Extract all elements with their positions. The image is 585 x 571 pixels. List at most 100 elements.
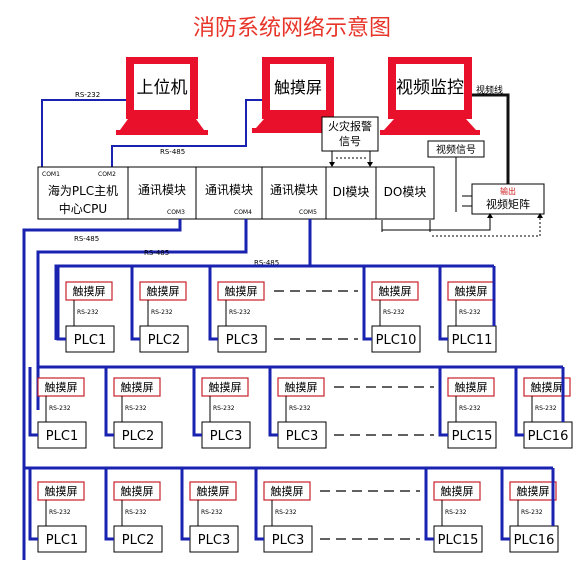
- rs232-label: RS-232: [445, 509, 467, 516]
- plc-box: [201, 421, 251, 449]
- rs485-drop: [254, 468, 264, 541]
- rs485-drop: [362, 266, 372, 341]
- cpu-com1: COM1: [42, 171, 60, 178]
- plc-box: [523, 421, 573, 449]
- fire-alarm-line2: 信号: [339, 135, 361, 148]
- video-signal-box: 视频信号: [427, 140, 485, 158]
- touch-screen-box: [263, 481, 311, 501]
- rs485-drop: [56, 266, 66, 341]
- plc-label: PLC2: [122, 533, 154, 548]
- comm-module-2: 通讯模块: [205, 183, 253, 197]
- rs485-touch-label: RS-485: [160, 148, 185, 156]
- plc-label: PLC2: [148, 333, 180, 348]
- rs485-drop: [28, 468, 38, 541]
- cpu-com2: COM2: [98, 171, 116, 178]
- rs485-bus-label-b: RS-485: [144, 249, 169, 257]
- touch-screen-label: 触摸屏: [73, 284, 106, 298]
- do-module: DO模块: [384, 185, 427, 199]
- matrix-label: 视频矩阵: [486, 197, 530, 211]
- plc-label: PLC15: [438, 533, 479, 548]
- touch-screen-label: 触摸屏: [517, 484, 550, 498]
- cpu-line1: 海为PLC主机: [48, 183, 118, 198]
- rs232-label: RS-232: [213, 405, 235, 412]
- touch-screen-label: 触摸屏: [121, 380, 154, 394]
- touch-screen-box: [65, 281, 113, 301]
- plc-label: PLC3: [198, 533, 230, 548]
- rs232-label: RS-232: [521, 509, 543, 516]
- comm-module-3: 通讯模块: [270, 183, 318, 197]
- upper-cables: [41, 93, 510, 184]
- video-signal-label: 视频信号: [436, 143, 476, 156]
- touch-screen-box: [277, 377, 325, 397]
- touch-screen-box: [113, 481, 161, 501]
- main-rack: COM1 COM2 海为PLC主机 中心CPU 通讯模块 COM3 通讯模块 C…: [37, 166, 435, 220]
- plc-label: PLC1: [46, 429, 78, 444]
- touch-screen-box: [113, 377, 161, 397]
- touch-screen-label: 触摸屏: [531, 380, 564, 394]
- touch-screen-box: [139, 281, 187, 301]
- touch-screen-label: 触摸屏: [271, 484, 304, 498]
- rs232-label: RS-232: [201, 509, 223, 516]
- touch-screen-label: 触摸屏: [45, 484, 78, 498]
- rs485-bus-label-a: RS-485: [74, 235, 99, 243]
- plc-box: [37, 421, 87, 449]
- touch-screen-label: 触摸屏: [274, 78, 322, 97]
- com5-label: COM5: [299, 209, 317, 216]
- rs485-drop: [424, 468, 434, 541]
- touch-screen-box: [509, 481, 557, 501]
- rs232-label: RS-232: [229, 309, 251, 316]
- touch-screen-label: 触摸屏: [45, 380, 78, 394]
- rs232-label: RS-232: [459, 405, 481, 412]
- video-matrix: 输出 视频矩阵: [381, 157, 545, 237]
- plc-rows: 触摸屏RS-232PLC1触摸屏RS-232PLC2触摸屏RS-232PLC3触…: [24, 264, 573, 553]
- plc-label: PLC3: [272, 533, 304, 548]
- touch-screen-box: [37, 481, 85, 501]
- rs485-bus-label-c: RS-485: [254, 259, 279, 267]
- plc-box: [113, 525, 163, 553]
- plc-label: PLC16: [528, 429, 569, 444]
- plc-label: PLC3: [226, 333, 258, 348]
- rs485-drop: [28, 367, 38, 437]
- rs485-drop: [268, 367, 278, 437]
- plc-box: [139, 325, 189, 353]
- matrix-output-label: 输出: [500, 186, 516, 196]
- plc-label: PLC15: [452, 429, 493, 444]
- rs232-label: RS-232: [459, 309, 481, 316]
- touch-screen-label: 触摸屏: [441, 484, 474, 498]
- rs485-drop: [104, 367, 114, 437]
- rs485-drop: [104, 468, 114, 541]
- plc-box: [217, 325, 267, 353]
- rs485-drop: [208, 266, 218, 341]
- rs232-label: RS-232: [289, 405, 311, 412]
- touch-screen-label: 触摸屏: [379, 284, 412, 298]
- host-computer-monitor: 上位机: [116, 57, 208, 135]
- rs485-drop: [514, 367, 524, 437]
- video-cable-label: 视频线: [476, 84, 503, 96]
- rs485-drop: [180, 468, 190, 541]
- touch-screen-box: [37, 377, 85, 397]
- di-module: DI模块: [333, 185, 370, 199]
- plc-label: PLC3: [286, 429, 318, 444]
- host-computer-label: 上位机: [137, 78, 188, 98]
- rs232-host-label: RS-232: [75, 91, 100, 99]
- touch-screen-label: 触摸屏: [209, 380, 242, 394]
- touch-screen-box: [189, 481, 237, 501]
- com4-label: COM4: [234, 209, 252, 216]
- rs232-label: RS-232: [49, 405, 71, 412]
- video-monitor: 视频监控: [380, 57, 480, 135]
- touch-screen-label: 触摸屏: [147, 284, 180, 298]
- rs232-label: RS-232: [77, 309, 99, 316]
- plc-label: PLC3: [210, 429, 242, 444]
- plc-box: [371, 325, 421, 353]
- rs485-drop: [438, 367, 448, 437]
- touch-screen-box: [217, 281, 265, 301]
- fire-alarm-line1: 火灾报警: [328, 119, 372, 133]
- rs232-label: RS-232: [125, 405, 147, 412]
- touch-screen-label: 触摸屏: [225, 284, 258, 298]
- video-monitor-label: 视频监控: [396, 78, 464, 98]
- plc-label: PLC1: [46, 533, 78, 548]
- plc-box: [189, 525, 239, 553]
- touch-screen-monitor: 触摸屏: [252, 57, 344, 133]
- fire-alarm-signal-box: 火灾报警 信号: [321, 116, 379, 167]
- touch-screen-box: [371, 281, 419, 301]
